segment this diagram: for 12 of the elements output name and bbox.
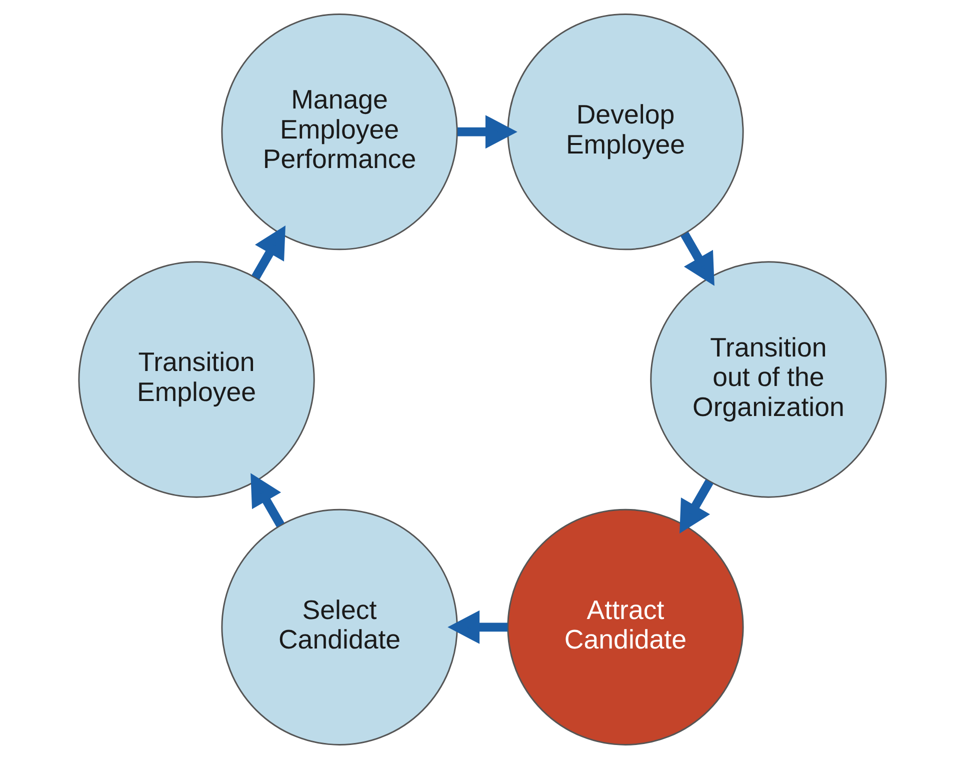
arrow [457, 115, 518, 149]
arrow [252, 225, 286, 280]
arrow [680, 232, 714, 286]
node-circle: Develop Employee [507, 14, 744, 250]
node-circle: Transition Employee [78, 261, 315, 498]
arrow [250, 473, 284, 528]
node-circle: Attract Candidate [507, 508, 744, 746]
node-circle: Transition out of the Organization [650, 261, 887, 498]
node-circle: Select Candidate [221, 508, 458, 746]
node-circle: Manage Employee Performance [221, 14, 458, 250]
arrow [448, 610, 508, 644]
arrow [680, 479, 714, 534]
